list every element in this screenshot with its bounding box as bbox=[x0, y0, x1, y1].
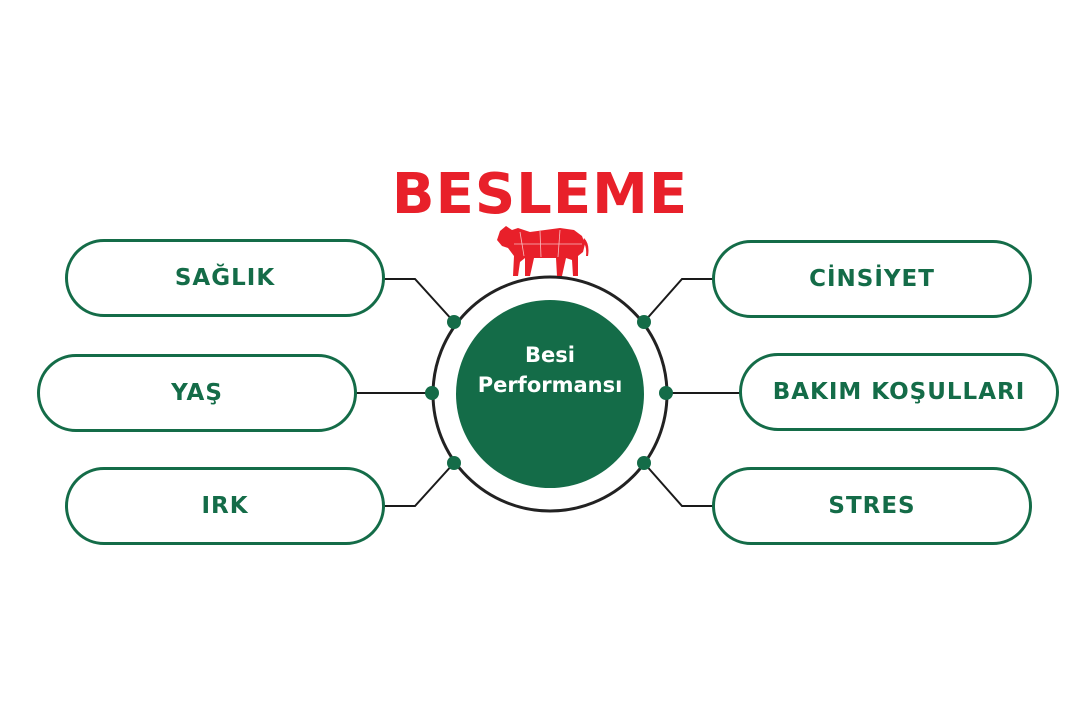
connector-right-1 bbox=[643, 278, 713, 323]
dot-right-3 bbox=[637, 456, 651, 470]
factor-right-2: BAKIM KOŞULLARI bbox=[739, 353, 1059, 431]
dot-left-3 bbox=[447, 456, 461, 470]
center-label: Besi Performansı bbox=[460, 340, 640, 400]
factor-left-2: YAŞ bbox=[37, 354, 357, 432]
connector-left-3 bbox=[384, 462, 455, 507]
center-label-line1: Besi bbox=[525, 343, 575, 367]
dot-right-2 bbox=[659, 386, 673, 400]
factor-left-1: SAĞLIK bbox=[65, 239, 385, 317]
factor-right-3: STRES bbox=[712, 467, 1032, 545]
dot-right-1 bbox=[637, 315, 651, 329]
heading-title: BESLEME bbox=[391, 162, 689, 227]
connector-right-3 bbox=[643, 462, 713, 507]
factor-right-1: CİNSİYET bbox=[712, 240, 1032, 318]
dot-left-1 bbox=[447, 315, 461, 329]
center-label-line2: Performansı bbox=[477, 373, 623, 397]
factor-left-3: IRK bbox=[65, 467, 385, 545]
connector-left-1 bbox=[384, 278, 455, 323]
cow-icon bbox=[497, 226, 589, 276]
dot-left-2 bbox=[425, 386, 439, 400]
center-circle bbox=[456, 300, 644, 488]
